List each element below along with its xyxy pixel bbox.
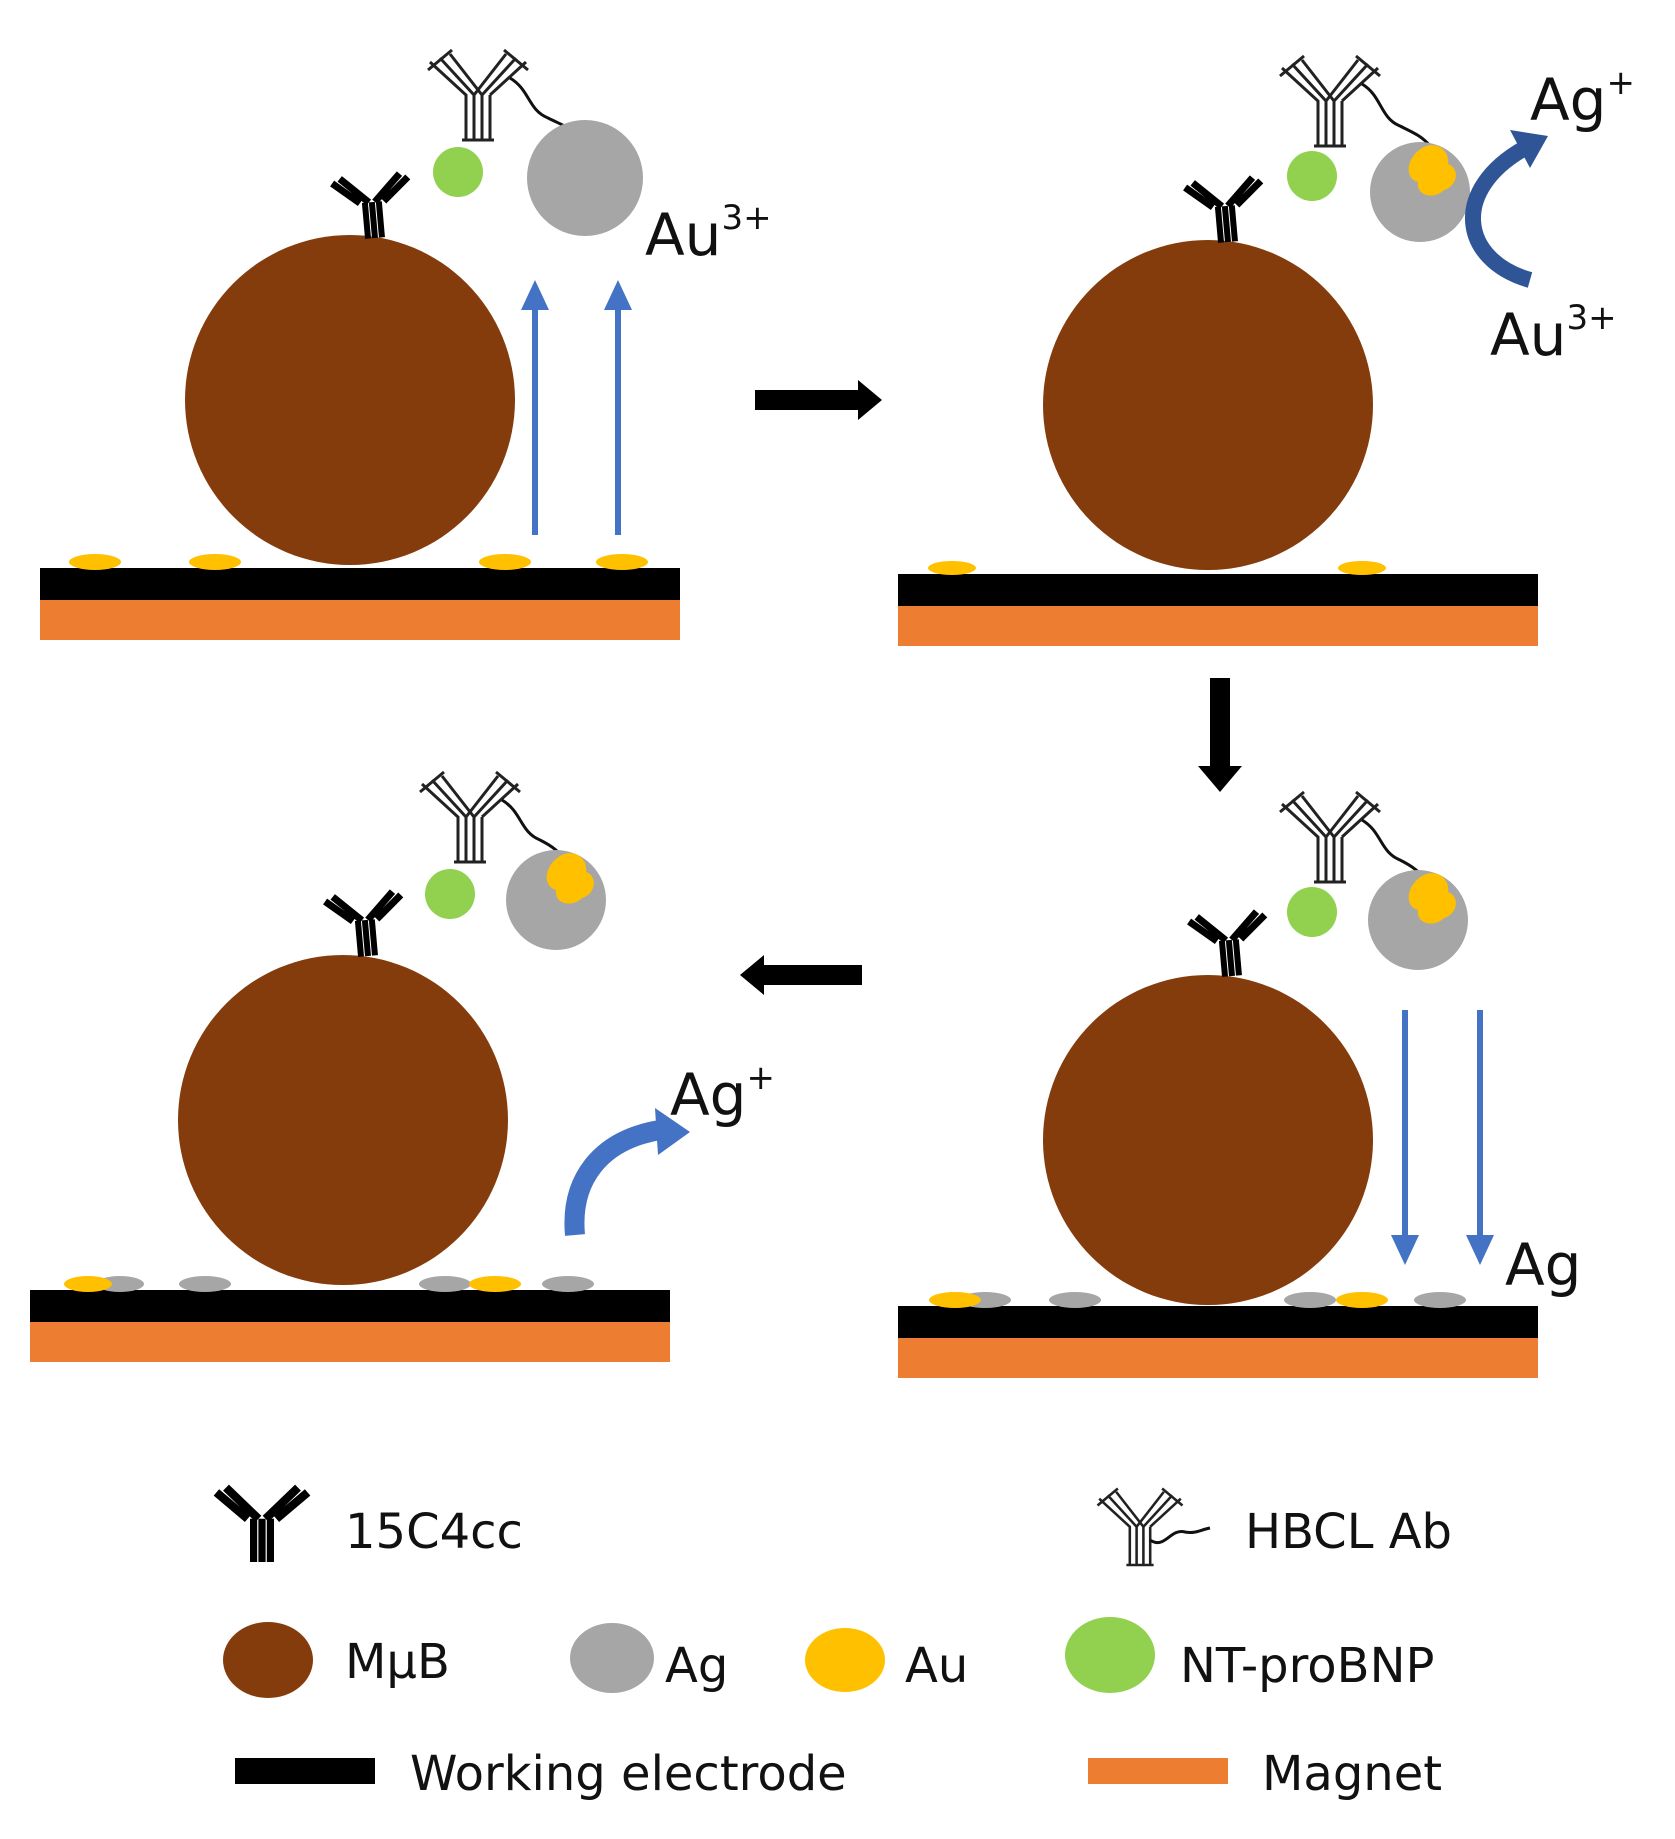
microbead: [1043, 240, 1373, 570]
microbead: [185, 235, 515, 565]
step-arrow-left: [740, 955, 862, 995]
legend-analyte-label: NT-proBNP: [1180, 1638, 1434, 1694]
silver-deposit: [1284, 1292, 1336, 1308]
electrode-layer: [40, 568, 680, 600]
legend-detection-antibody-label: HBCL Ab: [1245, 1504, 1452, 1560]
ag-ion-label: Ag+: [670, 1058, 775, 1129]
stripping-arrow: [564, 1108, 690, 1236]
legend: 15C4cc HBCL Ab MμB Ag Au NT-proBNP Worki…: [216, 1488, 1452, 1802]
gold-deposit: [69, 554, 121, 570]
legend-microbead-label: MμB: [345, 1634, 450, 1690]
electrode-layer: [898, 1306, 1538, 1338]
gold-deposit: [189, 554, 241, 570]
ion-symbol: Ag: [1530, 66, 1607, 134]
electrode-layer: [30, 1290, 670, 1322]
magnet-layer: [30, 1322, 670, 1362]
panel-3: Ag: [898, 790, 1582, 1378]
legend-capture-antibody-label: 15C4cc: [345, 1504, 523, 1560]
au3-ion-label: Au3+: [1490, 298, 1617, 369]
tether: [1361, 82, 1432, 147]
ion-charge: +: [747, 1058, 776, 1098]
ion-symbol: Au: [645, 201, 721, 269]
ion-charge: 3+: [721, 198, 771, 238]
legend-tether: [1149, 1526, 1211, 1544]
ag-deposit-label: Ag: [1505, 1231, 1582, 1299]
galvanic-exchange-arrow: [1465, 130, 1548, 288]
silver-deposit: [419, 1276, 471, 1292]
release-arrow: [521, 280, 632, 535]
legend-microbead-swatch: [223, 1622, 313, 1698]
legend-gold-label: Au: [905, 1638, 968, 1694]
legend-electrode-label: Working electrode: [410, 1746, 847, 1802]
capture-antibody: [332, 173, 413, 241]
au3-ion-label: Au3+: [645, 198, 772, 269]
capture-antibody: [1189, 911, 1270, 979]
ion-symbol: Ag: [670, 1061, 747, 1129]
silver-deposit: [1414, 1292, 1466, 1308]
legend-magnet-swatch: [1088, 1758, 1228, 1784]
legend-gold-swatch: [805, 1628, 885, 1692]
analyte-particle: [1287, 887, 1337, 937]
detection-antibody: [418, 770, 522, 864]
silver-deposit: [1049, 1292, 1101, 1308]
gold-deposit: [1338, 561, 1386, 575]
legend-electrode-swatch: [235, 1758, 375, 1784]
ion-charge: +: [1607, 63, 1636, 103]
magnet-layer: [898, 606, 1538, 646]
analyte-particle: [433, 147, 483, 197]
gold-deposit: [929, 1292, 981, 1308]
magnet-layer: [898, 1338, 1538, 1378]
silver-deposit: [542, 1276, 594, 1292]
deposition-arrow: [1391, 1010, 1494, 1265]
legend-silver-label: Ag: [665, 1638, 728, 1694]
legend-magnet-label: Magnet: [1262, 1746, 1442, 1802]
step-arrow-right: [755, 380, 882, 420]
gold-deposit: [64, 1276, 112, 1292]
legend-detection-antibody-icon: [1096, 1487, 1184, 1567]
ion-symbol: Au: [1490, 301, 1566, 369]
step-arrow-down: [1198, 678, 1242, 792]
magnet-layer: [40, 600, 680, 640]
legend-silver-swatch: [570, 1623, 654, 1693]
silver-deposit: [179, 1276, 231, 1292]
legend-capture-antibody-icon: [216, 1488, 307, 1562]
electrode-layer: [898, 574, 1538, 606]
ag-ion-label: Ag+: [1530, 63, 1635, 134]
detection-antibody: [1278, 790, 1382, 884]
legend-analyte-swatch: [1065, 1617, 1155, 1693]
gold-deposit: [928, 561, 976, 575]
microbead: [1043, 975, 1373, 1305]
capture-antibody: [325, 891, 406, 959]
panel-1: Au3+: [40, 48, 772, 640]
detection-antibody: [1278, 54, 1382, 148]
panel-2: Ag+ Au3+: [898, 54, 1635, 646]
gold-deposit: [469, 1276, 521, 1292]
panel-4: Ag+: [30, 770, 775, 1362]
silver-nanoparticle: [527, 120, 643, 236]
capture-antibody: [1185, 177, 1266, 245]
gold-deposit: [1336, 1292, 1388, 1308]
ion-charge: 3+: [1566, 298, 1616, 338]
gold-deposit: [596, 554, 648, 570]
gold-deposit: [479, 554, 531, 570]
analyte-particle: [1287, 151, 1337, 201]
detection-antibody: [426, 48, 530, 142]
microbead: [178, 955, 508, 1285]
analyte-particle: [425, 869, 475, 919]
